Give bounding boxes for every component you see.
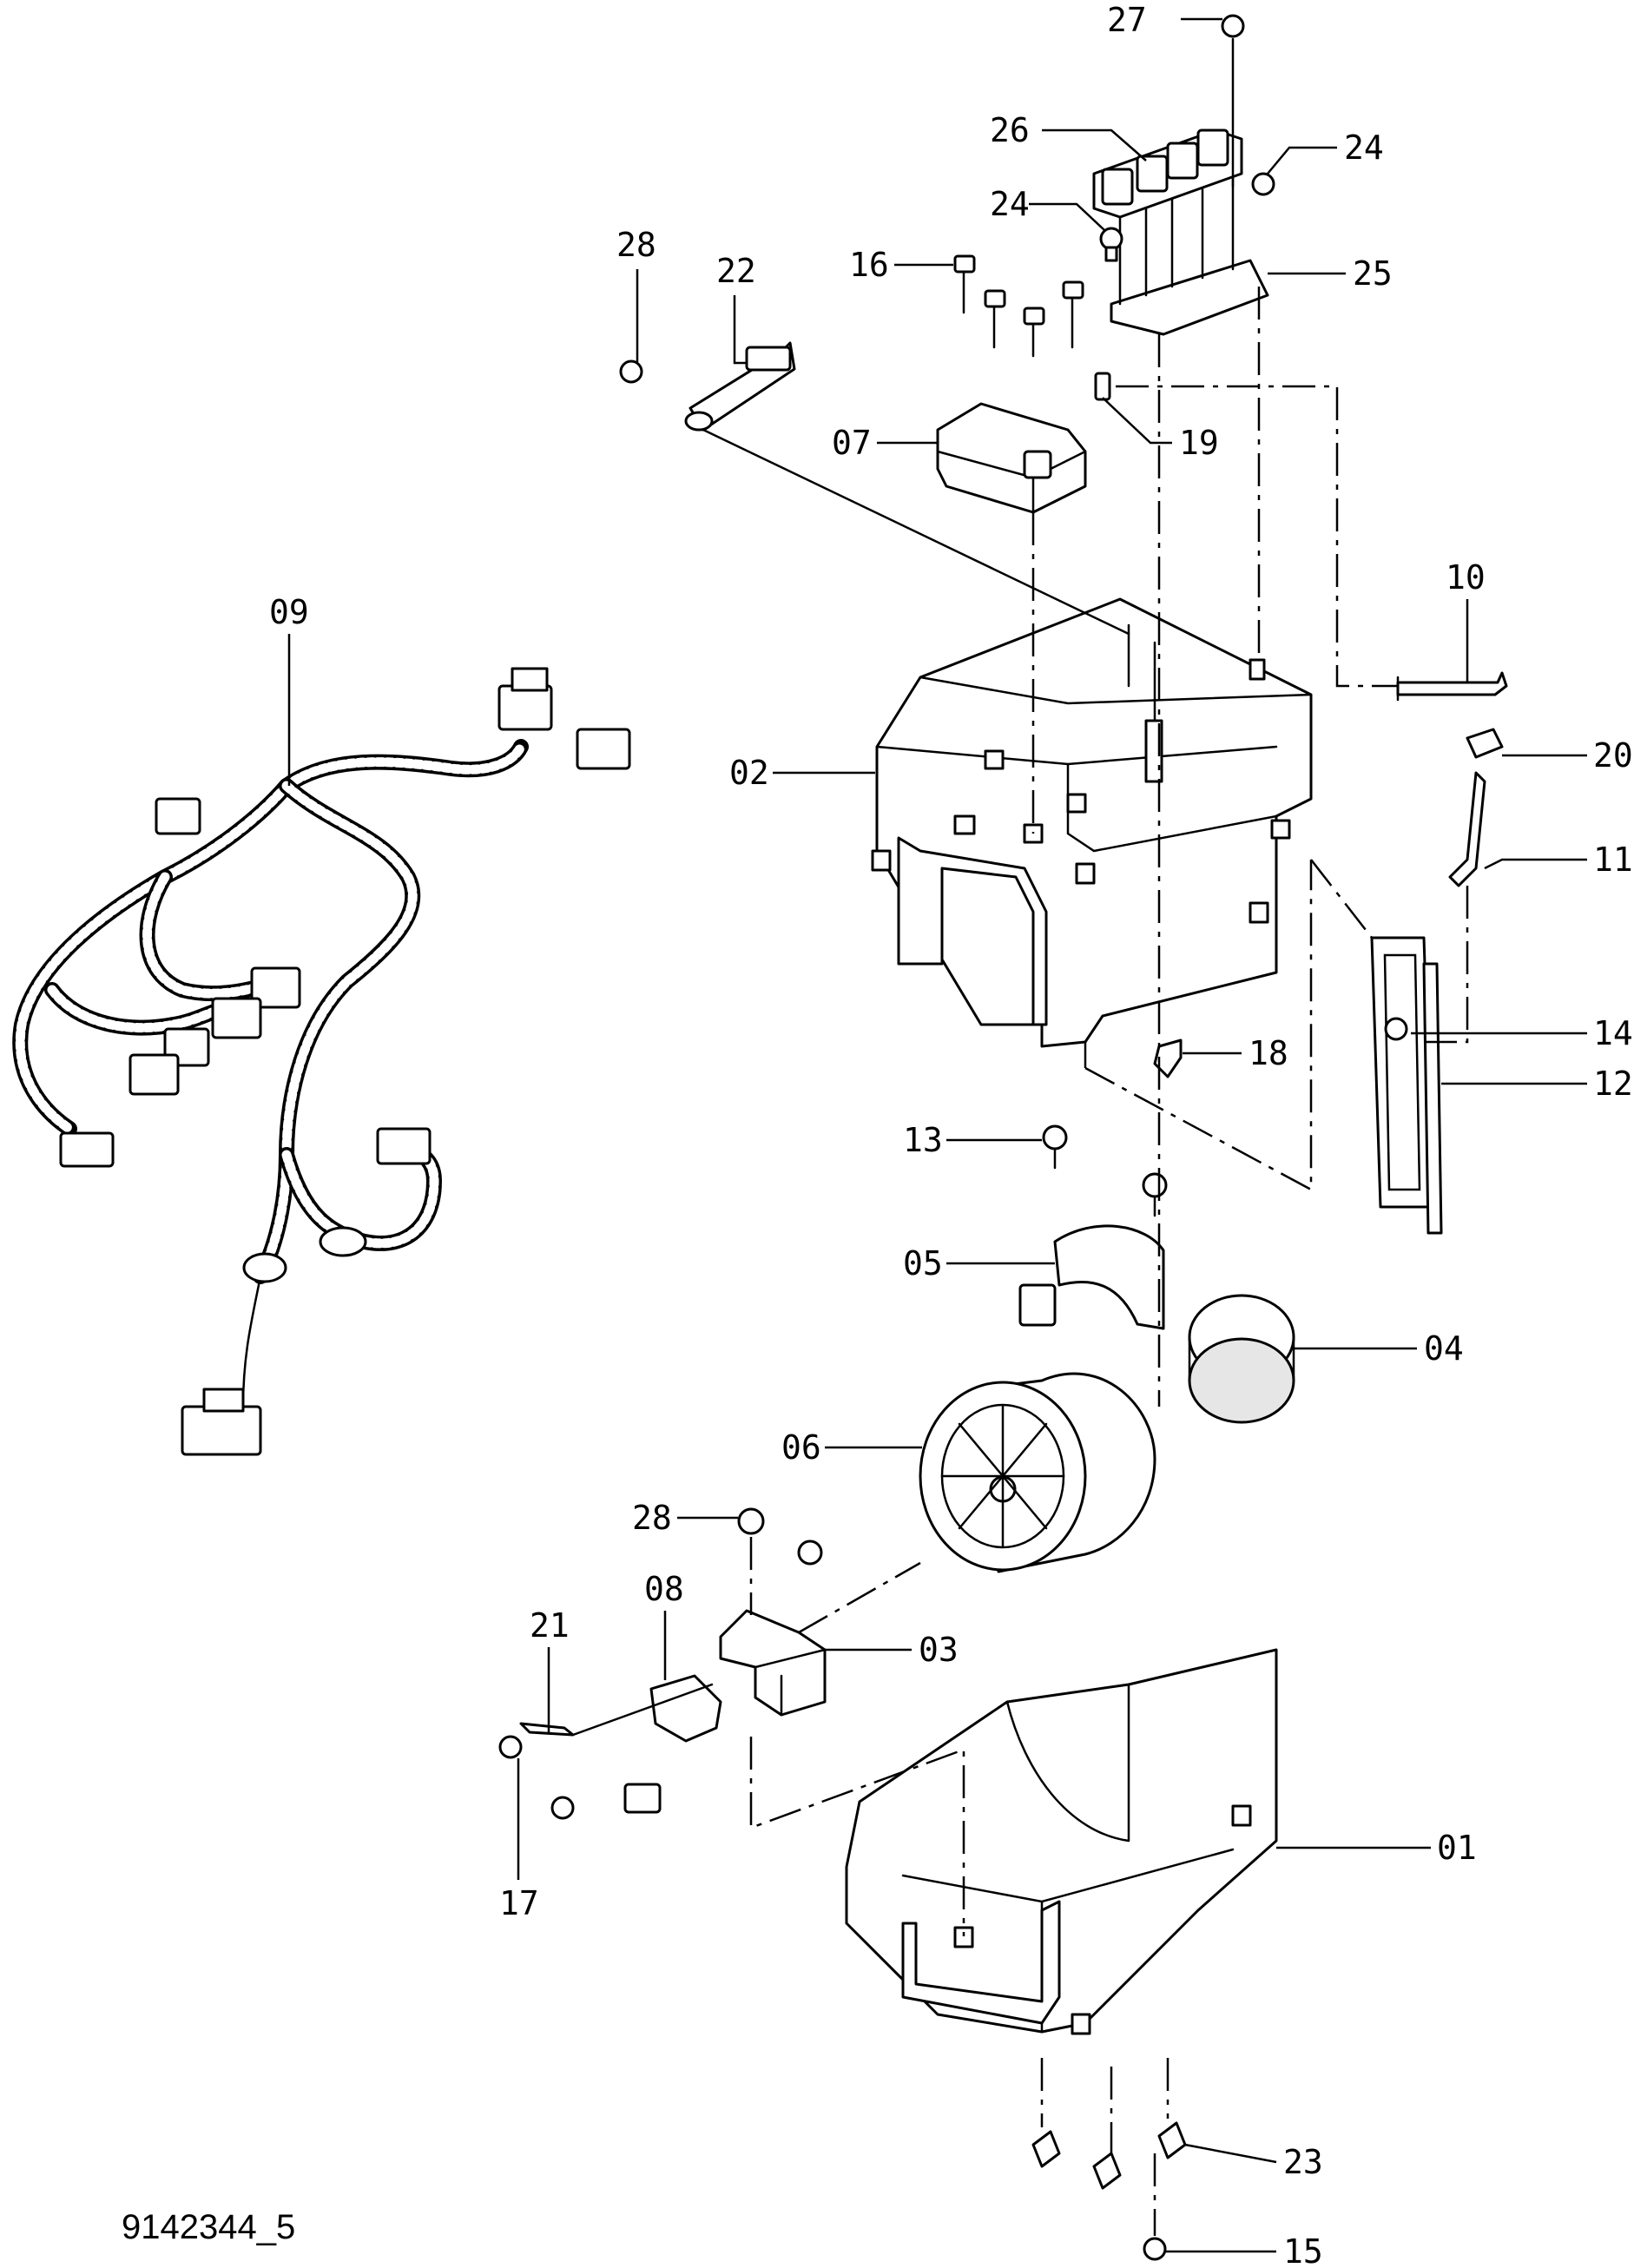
callout-21: 21 [530,1606,570,1645]
callout-28: 28 [616,226,656,264]
callout-24: 24 [990,185,1030,223]
actuator-07 [936,254,1111,514]
fastener-13 [1042,1124,1168,1217]
drawing-id: 9142344_5 [122,2208,295,2246]
wiring-harness-09 [12,667,631,1456]
callout-11: 11 [1593,841,1633,879]
callout-10: 10 [1446,558,1486,597]
callout-06: 06 [781,1428,821,1467]
callout-14: 14 [1593,1014,1633,1052]
upper-housing-02 [871,597,1313,1048]
clips-23 [1031,2121,1187,2261]
duct-05 [1053,1224,1165,1330]
callout-27: 27 [1107,1,1147,39]
resistor-03 [498,1507,827,1820]
callout-08: 08 [644,1570,684,1608]
callout-19: 19 [1179,424,1219,462]
callout-03: 03 [919,1631,959,1669]
callout-20: 20 [1593,736,1633,775]
callout-22: 22 [716,252,756,290]
filter-frame-12 [1370,936,1443,1235]
leader-lines [287,17,1587,2253]
clip-18 [1153,1038,1183,1078]
callout-16: 16 [849,246,889,284]
callout-17: 17 [499,1884,539,1922]
callout-12: 12 [1593,1065,1633,1103]
callout-04: 04 [1424,1329,1464,1368]
callout-09: 09 [269,593,309,631]
callout-26: 26 [990,111,1030,149]
assembly-lines [571,287,1469,2236]
callout-24: 24 [1344,129,1384,167]
callout-02: 02 [729,754,769,792]
callout-25: 25 [1353,254,1393,293]
lower-housing-01 [845,1648,1278,2035]
callout-28: 28 [632,1499,672,1537]
callout-23: 23 [1283,2143,1323,2181]
blower-fan-06 [919,1283,1156,1573]
callout-13: 13 [903,1121,943,1159]
callout-05: 05 [903,1244,943,1282]
bracket-22 [619,341,796,432]
callout-07: 07 [832,424,872,462]
callout-01: 01 [1437,1829,1477,1867]
rod-10-lever-11 [1396,671,1508,887]
callout-15: 15 [1283,2232,1323,2268]
callout-18: 18 [1249,1034,1288,1072]
callout-labels: 27 26 24 24 25 28 22 16 07 19 10 09 02 2… [122,1,1633,2268]
connector-block-25 [1092,14,1275,336]
ring-04 [1188,1294,1295,1424]
